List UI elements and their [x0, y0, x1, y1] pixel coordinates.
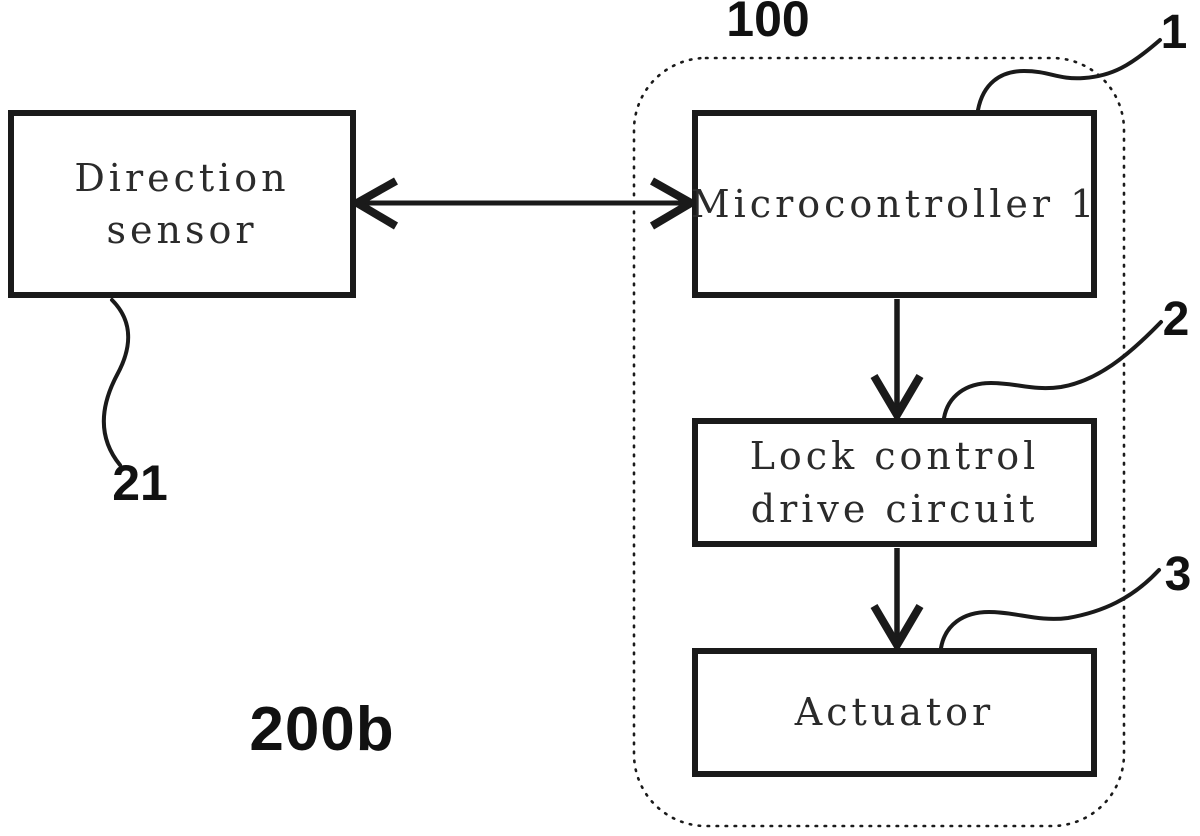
microcontroller-box: Microcontroller 1 — [691, 110, 1099, 298]
arrow-microcontroller-to-lock-control — [870, 299, 924, 423]
ref-label-2: 2 — [1162, 293, 1190, 346]
direction-sensor-label: Direction sensor — [74, 152, 289, 257]
actuator-label: Actuator — [795, 686, 994, 738]
lock-control-label-line2: drive circuit — [750, 486, 1039, 531]
ref-label-21: 21 — [112, 455, 168, 511]
leader-line-ref-1 — [976, 38, 1162, 112]
bidirectional-arrow — [348, 177, 700, 230]
leader-line-ref-21 — [101, 298, 131, 467]
microcontroller-label: Microcontroller 1 — [691, 178, 1099, 230]
ref-label-100: 100 — [726, 0, 810, 47]
direction-sensor-label-line1: Direction — [74, 155, 290, 200]
controller-boundary-outline — [632, 56, 1126, 828]
lock-control-label-line1: Lock control — [749, 434, 1040, 479]
leader-line-ref-3 — [939, 568, 1161, 650]
figure-label-200b: 200b — [249, 695, 395, 764]
arrow-lock-control-to-actuator — [870, 548, 924, 653]
direction-sensor-label-line2: sensor — [106, 208, 258, 252]
actuator-label-line1: Actuator — [794, 690, 995, 735]
microcontroller-label-line1: Microcontroller 1 — [690, 181, 1099, 226]
ref-label-1: 1 — [1160, 6, 1188, 59]
actuator-box: Actuator — [692, 648, 1097, 777]
ref-label-3: 3 — [1164, 548, 1192, 601]
lock-control-drive-circuit-box: Lock control drive circuit — [692, 418, 1097, 547]
lock-control-drive-circuit-label: Lock control drive circuit — [750, 430, 1040, 535]
leader-line-ref-2 — [942, 320, 1163, 420]
direction-sensor-box: Direction sensor — [8, 110, 356, 298]
